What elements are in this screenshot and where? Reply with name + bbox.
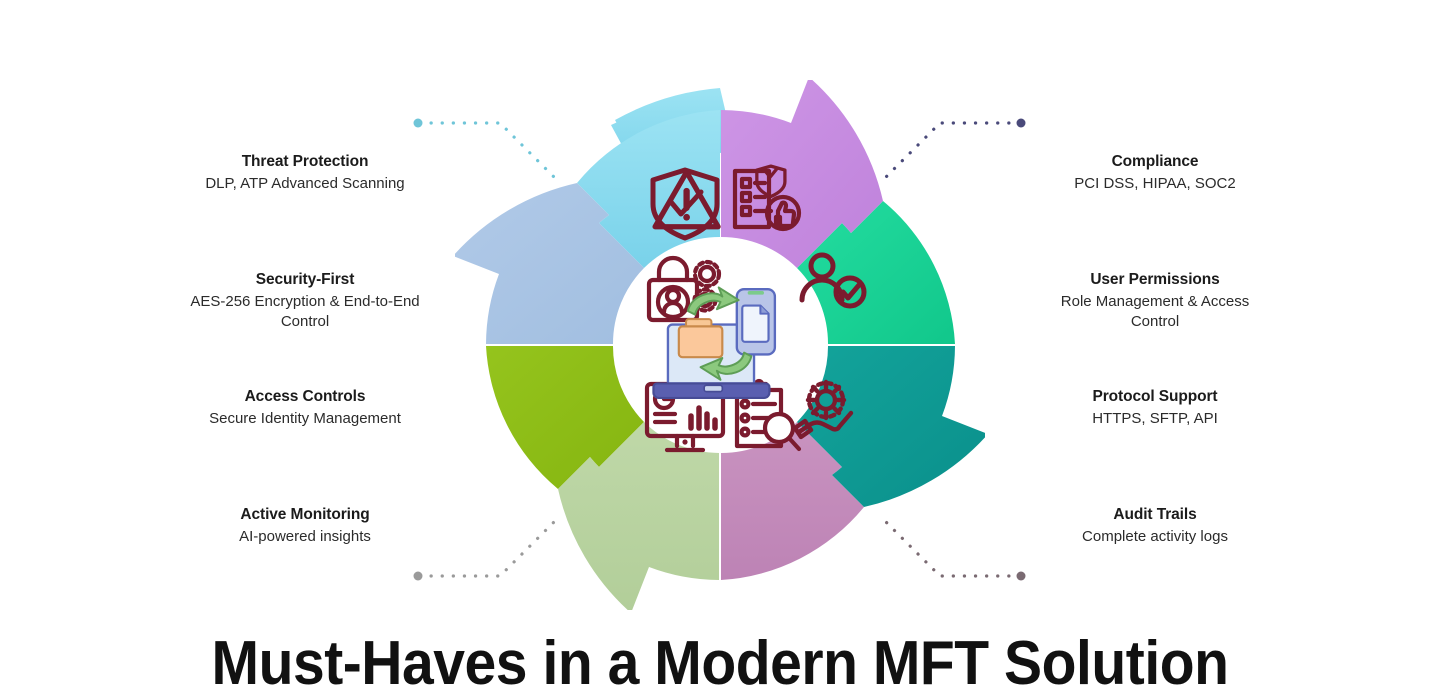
label-compliance: Compliance PCI DSS, HIPAA, SOC2 xyxy=(1040,152,1270,194)
label-subtitle: PCI DSS, HIPAA, SOC2 xyxy=(1074,175,1236,193)
label-title: Audit Trails xyxy=(1113,506,1197,523)
label-subtitle: AI-powered insights xyxy=(239,528,371,546)
label-title: Protocol Support xyxy=(1092,388,1218,405)
label-threat-protection: Threat Protection DLP, ATP Advanced Scan… xyxy=(190,152,420,194)
label-title: Threat Protection xyxy=(241,153,369,170)
segment-security-first[interactable] xyxy=(455,183,644,344)
label-active-monitoring: Active Monitoring AI-powered insights xyxy=(190,505,420,547)
connector-dot-bottom-left xyxy=(413,571,423,581)
label-security-first: Security-First AES-256 Encryption & End-… xyxy=(190,270,420,331)
user-check-icon xyxy=(799,252,867,309)
label-title: Security-First xyxy=(255,271,355,288)
label-access-controls: Access Controls Secure Identity Manageme… xyxy=(190,387,420,429)
segment-user-permissions[interactable] xyxy=(797,201,955,344)
segment-audit-trails[interactable] xyxy=(721,422,864,580)
document-fold xyxy=(759,305,769,315)
file-transfer-laptop-phone-icon xyxy=(648,272,793,417)
segment-access-controls[interactable] xyxy=(486,346,644,489)
segment-protocol-support[interactable] xyxy=(797,346,985,507)
label-subtitle: Complete activity logs xyxy=(1082,528,1228,546)
segment-active-monitoring[interactable] xyxy=(558,422,719,610)
label-title: User Permissions xyxy=(1090,271,1220,288)
label-subtitle: AES-256 Encryption & End-to-End Control xyxy=(190,293,420,330)
label-audit-trails: Audit Trails Complete activity logs xyxy=(1040,505,1270,547)
label-subtitle: Secure Identity Management xyxy=(209,410,401,428)
checklist-shield-thumbsup-icon xyxy=(732,164,802,232)
page-title: Must-Haves in a Modern MFT Solution xyxy=(211,629,1229,698)
padlock-user-gear-icon xyxy=(646,255,722,323)
connector-dot-top-right xyxy=(1016,118,1026,128)
label-subtitle: HTTPS, SFTP, API xyxy=(1092,410,1218,428)
label-title: Active Monitoring xyxy=(240,506,370,523)
label-subtitle: DLP, ATP Advanced Scanning xyxy=(205,175,405,193)
download-arrow-icon xyxy=(699,351,753,381)
label-protocol-support: Protocol Support HTTPS, SFTP, API xyxy=(1040,387,1270,429)
upload-arrow-icon xyxy=(686,286,740,316)
segment-compliance[interactable] xyxy=(721,80,883,268)
connector-dot-top-left xyxy=(413,118,423,128)
label-user-permissions: User Permissions Role Management & Acces… xyxy=(1040,270,1270,331)
laptop-trackpad xyxy=(703,384,724,393)
label-title: Compliance xyxy=(1111,153,1199,170)
connector-dot-bottom-right xyxy=(1016,571,1026,581)
label-title: Access Controls xyxy=(244,388,366,405)
label-subtitle: Role Management & Access Control xyxy=(1060,293,1250,330)
gear-in-hand-icon xyxy=(792,379,854,440)
shield-check-icon xyxy=(650,167,720,241)
folder-body xyxy=(677,325,724,359)
